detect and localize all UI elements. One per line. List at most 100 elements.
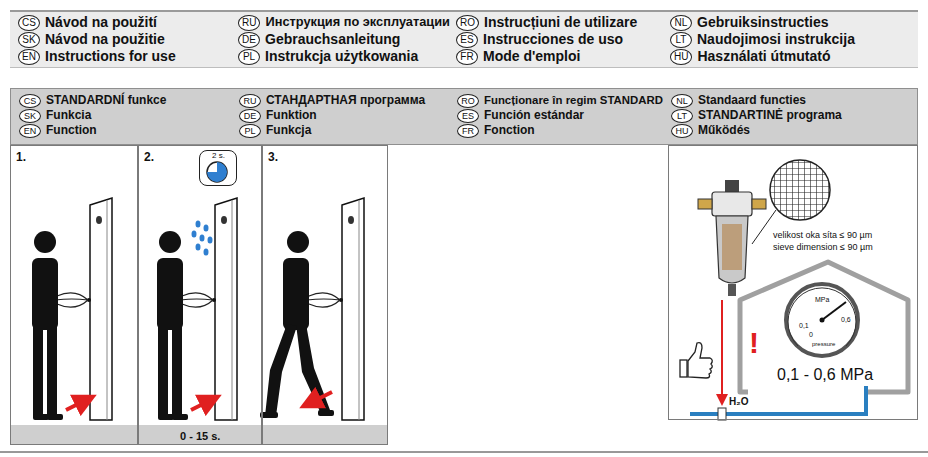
function-title: Fonction bbox=[484, 123, 535, 137]
language-code: PL bbox=[239, 124, 261, 138]
sieve-note: sieve dimension ≤ 90 µm bbox=[773, 242, 873, 252]
footer-strip bbox=[10, 425, 388, 445]
language-code: CS bbox=[19, 94, 41, 108]
step-number: 2. bbox=[144, 150, 154, 164]
step-panel: 1. bbox=[10, 145, 138, 445]
function-title: Función estándar bbox=[484, 108, 584, 122]
language-code: RO bbox=[456, 15, 479, 31]
language-code: PL bbox=[238, 49, 260, 65]
language-code: FR bbox=[457, 124, 479, 138]
outlet bbox=[752, 199, 766, 209]
approach-arrow bbox=[191, 400, 211, 410]
person bbox=[157, 231, 188, 420]
language-code: NL bbox=[670, 15, 692, 31]
header-title: Инструкция по эксплуатации bbox=[265, 14, 450, 30]
header-title: Gebrauchsanleitung bbox=[265, 31, 400, 47]
filter-head bbox=[712, 192, 752, 216]
gauge-hub bbox=[820, 318, 825, 323]
bottom-rule bbox=[0, 452, 928, 453]
pipe bbox=[690, 412, 866, 416]
language-code: SK bbox=[18, 32, 40, 48]
mesh-detail bbox=[770, 160, 830, 220]
gauge-scale-value: 0,1 bbox=[799, 322, 809, 329]
duration: 0 - 15 s. bbox=[180, 428, 220, 444]
header-title: Instrucciones de uso bbox=[483, 31, 623, 47]
timer-wedge bbox=[207, 162, 227, 182]
function-title: Standaard functies bbox=[698, 93, 806, 107]
pipe-fitting bbox=[718, 408, 726, 420]
language-code: EN bbox=[19, 124, 41, 138]
header-band: CS Návod na použití RU Инструкция по эксплу… bbox=[10, 10, 918, 68]
gauge-caption: pressure bbox=[812, 341, 835, 347]
language-code: DE bbox=[238, 32, 260, 48]
language-code: ES bbox=[456, 32, 478, 48]
language-code: CS bbox=[18, 15, 40, 31]
header-title: Instrucțiuni de utilizare bbox=[484, 14, 637, 30]
header-title: Naudojimosi instrukcija bbox=[697, 31, 855, 47]
language-code: EN bbox=[18, 49, 40, 65]
filter-sieve bbox=[722, 224, 742, 270]
inlet bbox=[698, 199, 712, 209]
shower-panel bbox=[180, 198, 238, 420]
language-code: RO bbox=[457, 94, 479, 108]
water-drops bbox=[192, 221, 213, 256]
language-code: FR bbox=[456, 49, 478, 65]
requirements-box: velikost oka síta ≤ 90 µm sieve dimension… bbox=[668, 145, 918, 420]
gauge-scale-value: 0,6 bbox=[841, 316, 851, 323]
function-title: STANDARTINĖ programa bbox=[698, 108, 842, 122]
step-number: 3. bbox=[268, 150, 278, 164]
function-title: Működés bbox=[698, 123, 750, 137]
language-code: DE bbox=[239, 109, 261, 123]
approach-arrow bbox=[66, 400, 86, 410]
header-title: Instrukcja użytkowania bbox=[265, 48, 418, 64]
step-panel: 3. bbox=[262, 145, 388, 445]
shower-panel bbox=[55, 198, 113, 420]
filter-bowl bbox=[716, 216, 748, 283]
header-title: Návod na použitie bbox=[45, 31, 165, 47]
language-code: ES bbox=[457, 109, 479, 123]
header-title: Mode d'emploi bbox=[483, 48, 580, 64]
function-title: СТАНДАРТНАЯ программа bbox=[266, 93, 425, 107]
function-title: Funkcja bbox=[266, 123, 311, 137]
function-title: Funcționare în regim STANDARD bbox=[484, 93, 663, 107]
gauge-scale bbox=[788, 288, 856, 346]
person bbox=[32, 231, 63, 420]
flow-arrow bbox=[721, 300, 723, 400]
language-code: HU bbox=[671, 124, 693, 138]
pressure-range: 0,1 - 0,6 MPa bbox=[777, 366, 873, 384]
pressure-gauge bbox=[786, 284, 858, 356]
gauge-unit: MPa bbox=[815, 296, 829, 303]
language-code: NL bbox=[671, 94, 693, 108]
walking-person bbox=[260, 231, 334, 418]
leader-line bbox=[752, 210, 776, 244]
drain bbox=[728, 284, 736, 296]
leave-arrow bbox=[310, 392, 332, 403]
language-code: LT bbox=[670, 32, 692, 48]
language-code: SK bbox=[19, 109, 41, 123]
warning-mark: ! bbox=[749, 328, 759, 358]
function-title: Funktion bbox=[266, 108, 317, 122]
function-band: CS STANDARDNÍ funkce RU СТАНДАРТНАЯ програм… bbox=[10, 88, 918, 145]
language-code: HU bbox=[670, 49, 692, 65]
pipe bbox=[864, 386, 868, 416]
header-title: Használati útmutató bbox=[697, 48, 830, 64]
language-code: RU bbox=[239, 94, 261, 108]
gauge-scale-value: 0 bbox=[809, 331, 813, 338]
step-number: 1. bbox=[16, 150, 26, 164]
timer-label: 2 s. bbox=[212, 151, 225, 160]
header-title: Návod na použití bbox=[45, 14, 157, 30]
function-title: Funkcia bbox=[46, 108, 91, 122]
function-title: Function bbox=[46, 123, 97, 137]
thumbs-up bbox=[680, 343, 712, 378]
timer-dial bbox=[207, 162, 227, 182]
sieve-note: velikost oka síta ≤ 90 µm bbox=[773, 230, 872, 240]
filter-cap bbox=[725, 180, 739, 192]
function-title: STANDARDNÍ funkce bbox=[46, 93, 166, 107]
header-title: Gebruiksinstructies bbox=[697, 14, 829, 30]
language-code: RU bbox=[238, 15, 260, 31]
timer-icon: 2 s. bbox=[199, 150, 237, 186]
water-label: H₂O bbox=[729, 397, 748, 407]
step-panel: 2 s. 2. 0 - 15 s. bbox=[138, 145, 262, 445]
